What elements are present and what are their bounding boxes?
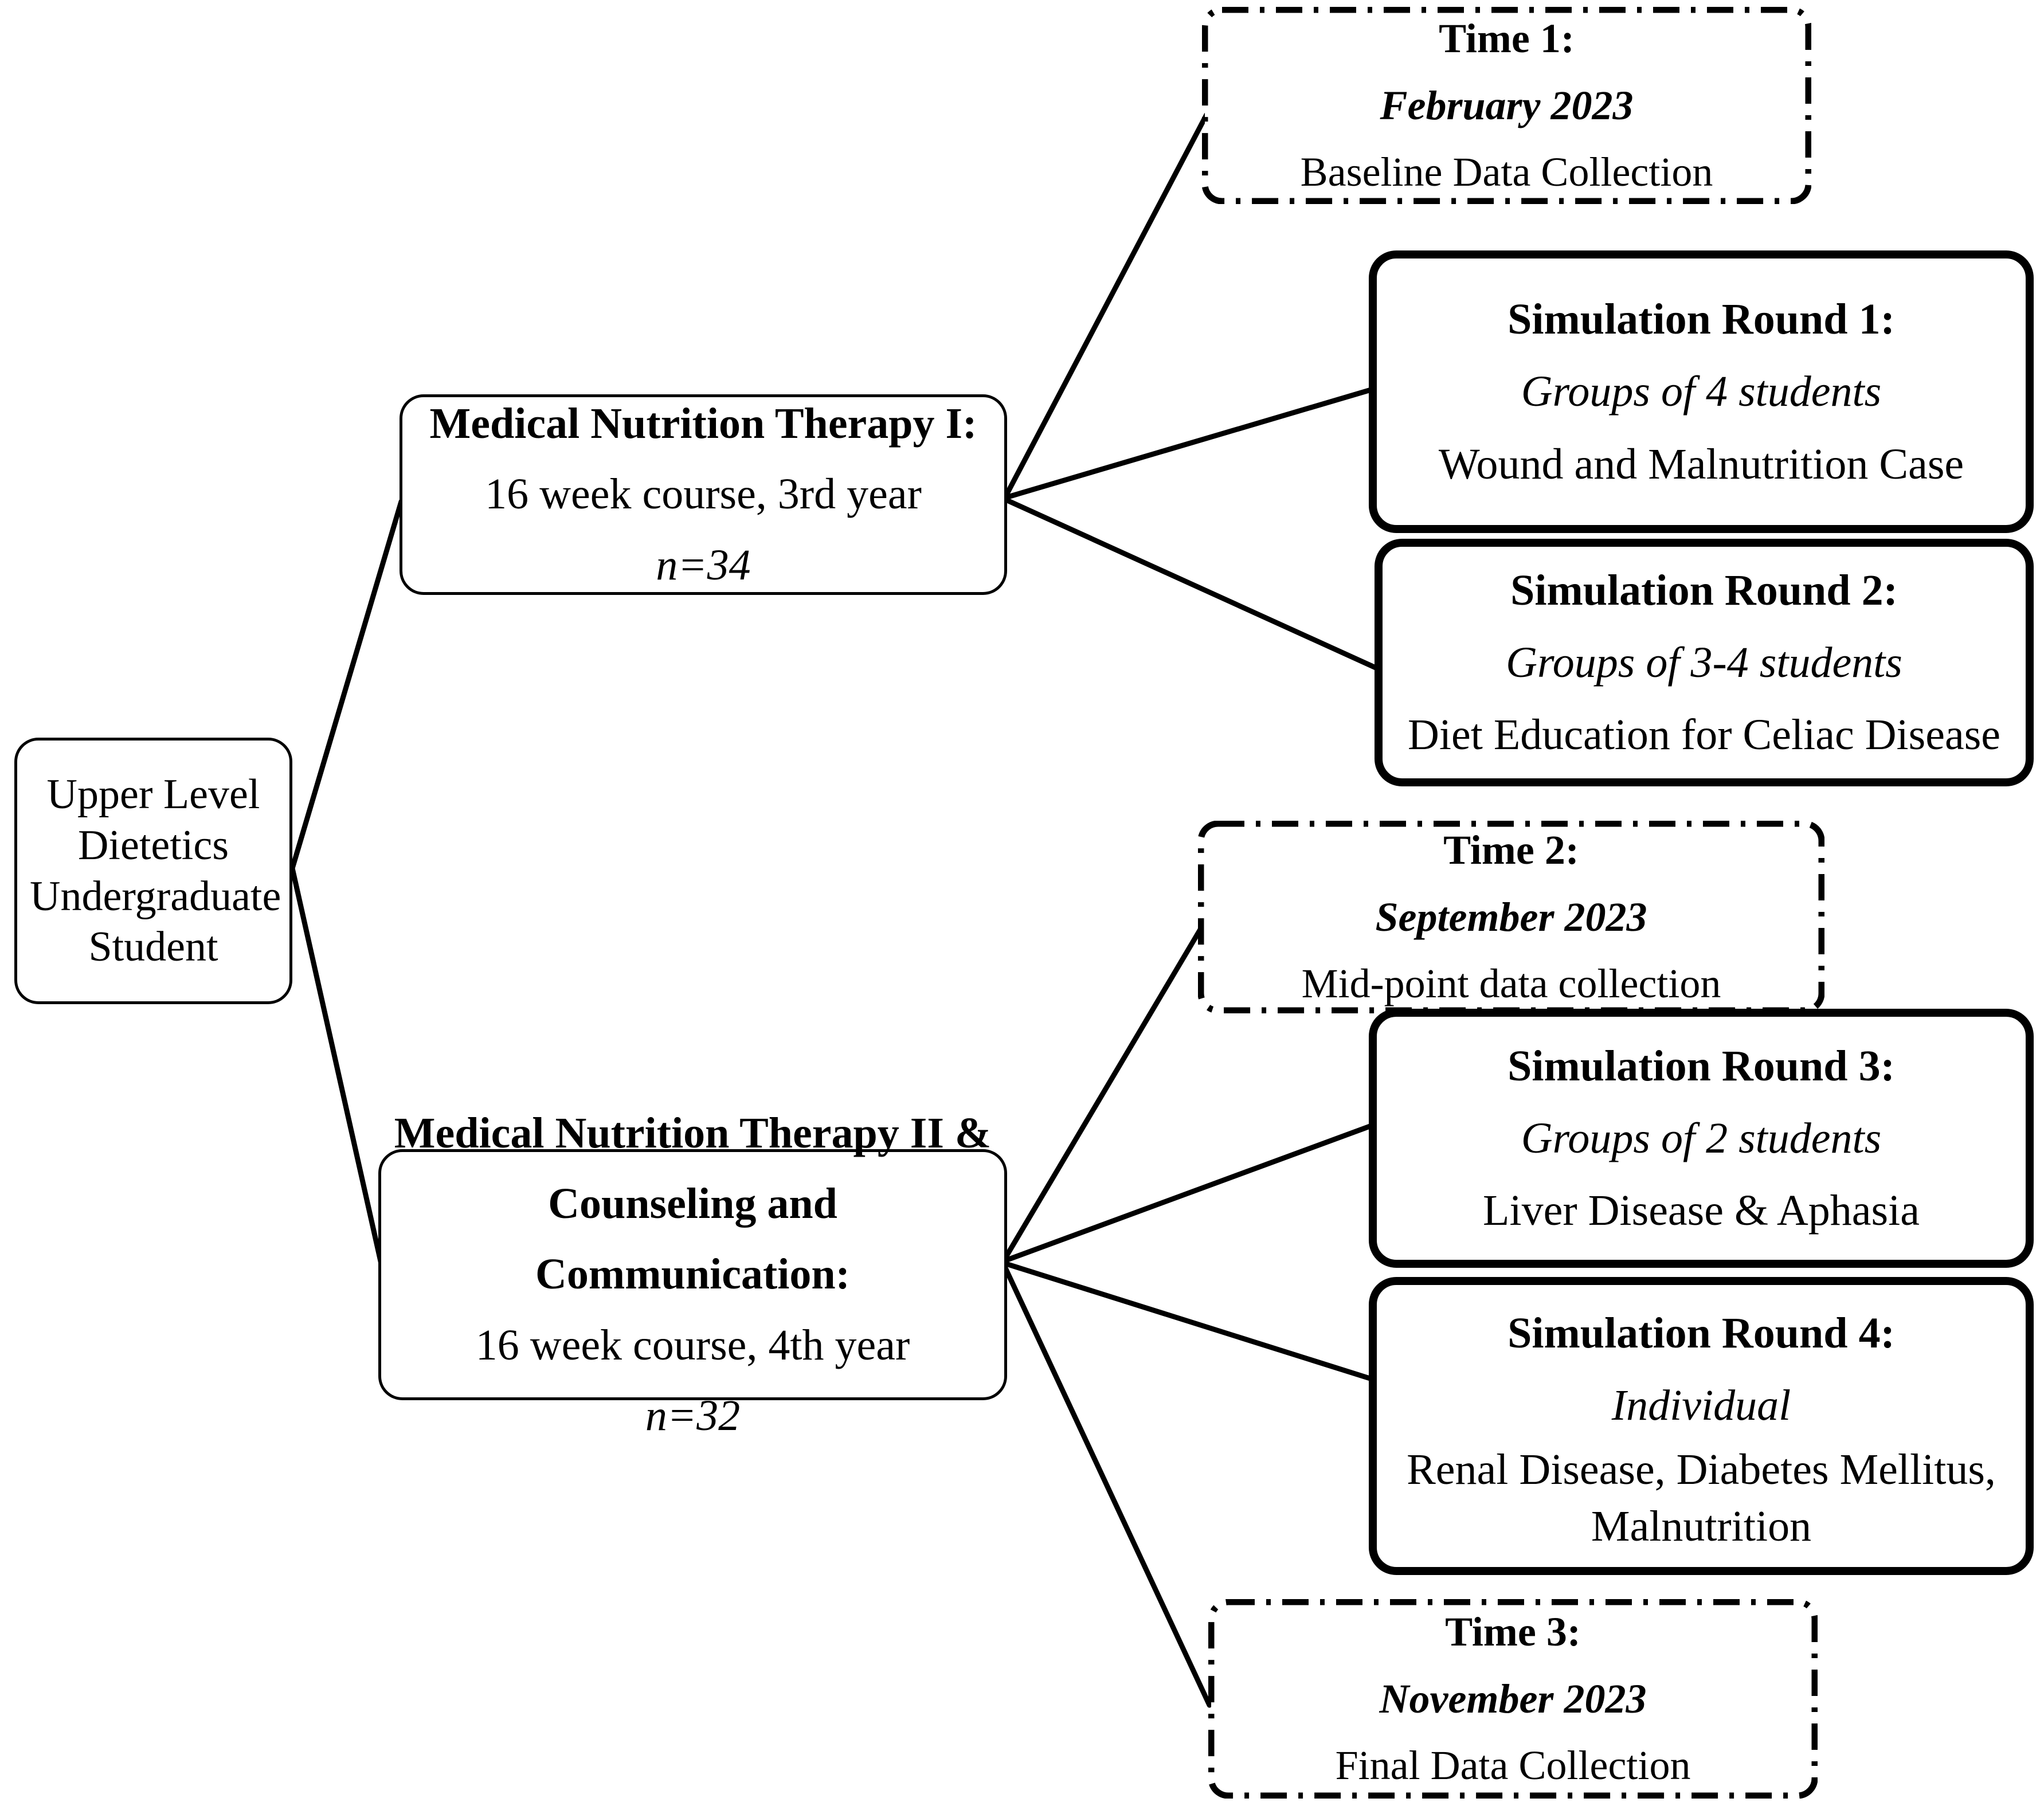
node-line: Simulation Round 3: (1507, 1041, 1895, 1090)
node-root-student[interactable]: Upper Level Dietetics Undergraduate Stud… (14, 738, 292, 1004)
node-sim3[interactable]: Simulation Round 3: Groups of 2 students… (1369, 1009, 2034, 1268)
node-line: n=32 (645, 1391, 741, 1440)
edge-mnt1-to-sim2 (1003, 497, 1379, 671)
node-line: n=34 (656, 540, 751, 589)
node-line: Groups of 2 students (1521, 1114, 1882, 1162)
node-line: Renal Disease, Diabetes Mellitus, (1407, 1445, 1996, 1494)
node-time1[interactable]: Time 1: February 2023 Baseline Data Coll… (1202, 7, 1811, 204)
node-line: Upper Level (46, 770, 260, 818)
node-line: Groups of 4 students (1521, 367, 1882, 416)
node-line: Time 3: (1445, 1609, 1581, 1655)
node-line: 16 week course, 4th year (475, 1321, 910, 1369)
edge-mnt1-to-time1 (1003, 112, 1209, 499)
node-time1-text: Time 1: February 2023 Baseline Data Coll… (1202, 5, 1811, 206)
node-line: Medical Nutrition Therapy I: (429, 399, 977, 448)
node-time3-text: Time 3: November 2023 Final Data Collect… (1208, 1599, 1818, 1799)
node-line: Time 1: (1439, 15, 1575, 62)
node-line: Final Data Collection (1335, 1742, 1691, 1789)
edge-mnt1-to-sim1 (1003, 387, 1374, 500)
node-line: Individual (1611, 1381, 1791, 1430)
node-line: February 2023 (1380, 82, 1634, 128)
node-line: Simulation Round 4: (1507, 1309, 1895, 1358)
node-line: Simulation Round 1: (1507, 295, 1895, 344)
edge-root-to-mnt1 (289, 499, 404, 871)
node-time2[interactable]: Time 2: September 2023 Mid-point data co… (1198, 821, 1824, 1013)
node-line: Student (88, 923, 218, 971)
node-time3[interactable]: Time 3: November 2023 Final Data Collect… (1208, 1599, 1818, 1799)
node-line: Mid-point data collection (1301, 961, 1721, 1007)
node-line: Diet Education for Celiac Disease (1407, 711, 2001, 759)
node-sim3-text: Simulation Round 3: Groups of 2 students… (1377, 1030, 2026, 1247)
node-line: Counseling and Communication: (535, 1180, 850, 1299)
edge-mnt2-to-sim4 (1001, 1260, 1373, 1381)
node-line: September 2023 (1375, 894, 1647, 940)
node-course-mnt2[interactable]: Medical Nutrition Therapy II & Counselin… (378, 1109, 1007, 1440)
node-root-student-text: Upper Level Dietetics Undergraduate Stud… (17, 769, 289, 973)
node-line: Dietetics (77, 821, 229, 869)
node-course-mnt1-text: Medical Nutrition Therapy I: 16 week cou… (402, 389, 1004, 600)
edge-mnt2-to-sim3 (1001, 1123, 1373, 1264)
node-line: Simulation Round 2: (1510, 566, 1898, 614)
node-sim2-text: Simulation Round 2: Groups of 3-4 studen… (1383, 554, 2026, 771)
node-sim4[interactable]: Simulation Round 4: Individual Renal Dis… (1369, 1277, 2034, 1575)
edge-root-to-mnt2 (289, 865, 384, 1267)
node-line: Baseline Data Collection (1300, 149, 1713, 195)
node-course-mnt2-text: Medical Nutrition Therapy II & Counselin… (381, 1098, 1004, 1451)
node-line: Medical Nutrition Therapy II & (394, 1109, 992, 1158)
node-line: November 2023 (1379, 1675, 1647, 1722)
node-line: Groups of 3-4 students (1506, 638, 1902, 687)
node-line: Liver Disease & Aphasia (1483, 1186, 1920, 1235)
node-sim2[interactable]: Simulation Round 2: Groups of 3-4 studen… (1375, 539, 2034, 786)
node-line: Malnutrition (1591, 1502, 1812, 1551)
node-line: 16 week course, 3rd year (485, 470, 922, 519)
node-course-mnt1[interactable]: Medical Nutrition Therapy I: 16 week cou… (400, 394, 1007, 595)
node-sim1[interactable]: Simulation Round 1: Groups of 4 students… (1369, 250, 2034, 533)
node-line: Time 2: (1443, 827, 1579, 873)
node-line: Undergraduate (30, 872, 281, 920)
node-sim1-text: Simulation Round 1: Groups of 4 students… (1377, 283, 2026, 500)
node-sim4-text: Simulation Round 4: Individual Renal Dis… (1377, 1297, 2026, 1555)
edge-mnt2-to-time3 (1001, 1263, 1212, 1708)
node-line: Wound and Malnutrition Case (1438, 440, 1964, 488)
edge-mnt2-to-time2 (1001, 926, 1204, 1263)
node-time2-text: Time 2: September 2023 Mid-point data co… (1198, 817, 1824, 1017)
